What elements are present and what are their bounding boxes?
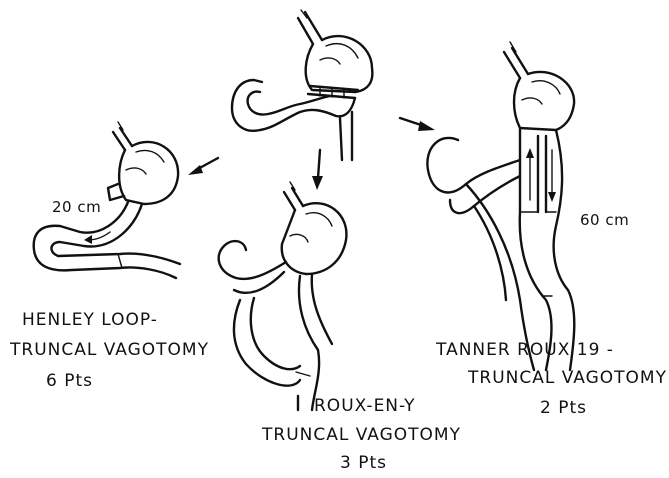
arrow-to-roux-en-y bbox=[312, 150, 323, 190]
tanner-title-line2: TRUNCAL VAGOTOMY bbox=[468, 370, 667, 387]
henley-title-line1: HENLEY LOOP- bbox=[22, 312, 158, 329]
roux-en-y-patient-count: 3 Pts bbox=[340, 455, 387, 472]
roux-en-y-title-line2: TRUNCAL VAGOTOMY bbox=[262, 427, 461, 444]
tanner-limb-length-label: 60 cm bbox=[580, 213, 629, 228]
roux-en-y-drawing bbox=[219, 182, 347, 410]
tanner-patient-count: 2 Pts bbox=[540, 400, 587, 417]
roux-en-y-title-line1: ROUX-EN-Y bbox=[314, 398, 416, 415]
tanner-roux-drawing bbox=[427, 42, 574, 370]
henley-title-line2: TRUNCAL VAGOTOMY bbox=[10, 342, 209, 359]
arrow-to-henley bbox=[188, 158, 218, 175]
henley-loop-length-label: 20 cm bbox=[52, 200, 101, 215]
henley-patient-count: 6 Pts bbox=[46, 373, 93, 390]
arrow-to-tanner bbox=[400, 118, 435, 131]
tanner-title-line1: TANNER ROUX 19 - bbox=[436, 342, 614, 359]
original-stomach-drawing bbox=[232, 10, 372, 160]
